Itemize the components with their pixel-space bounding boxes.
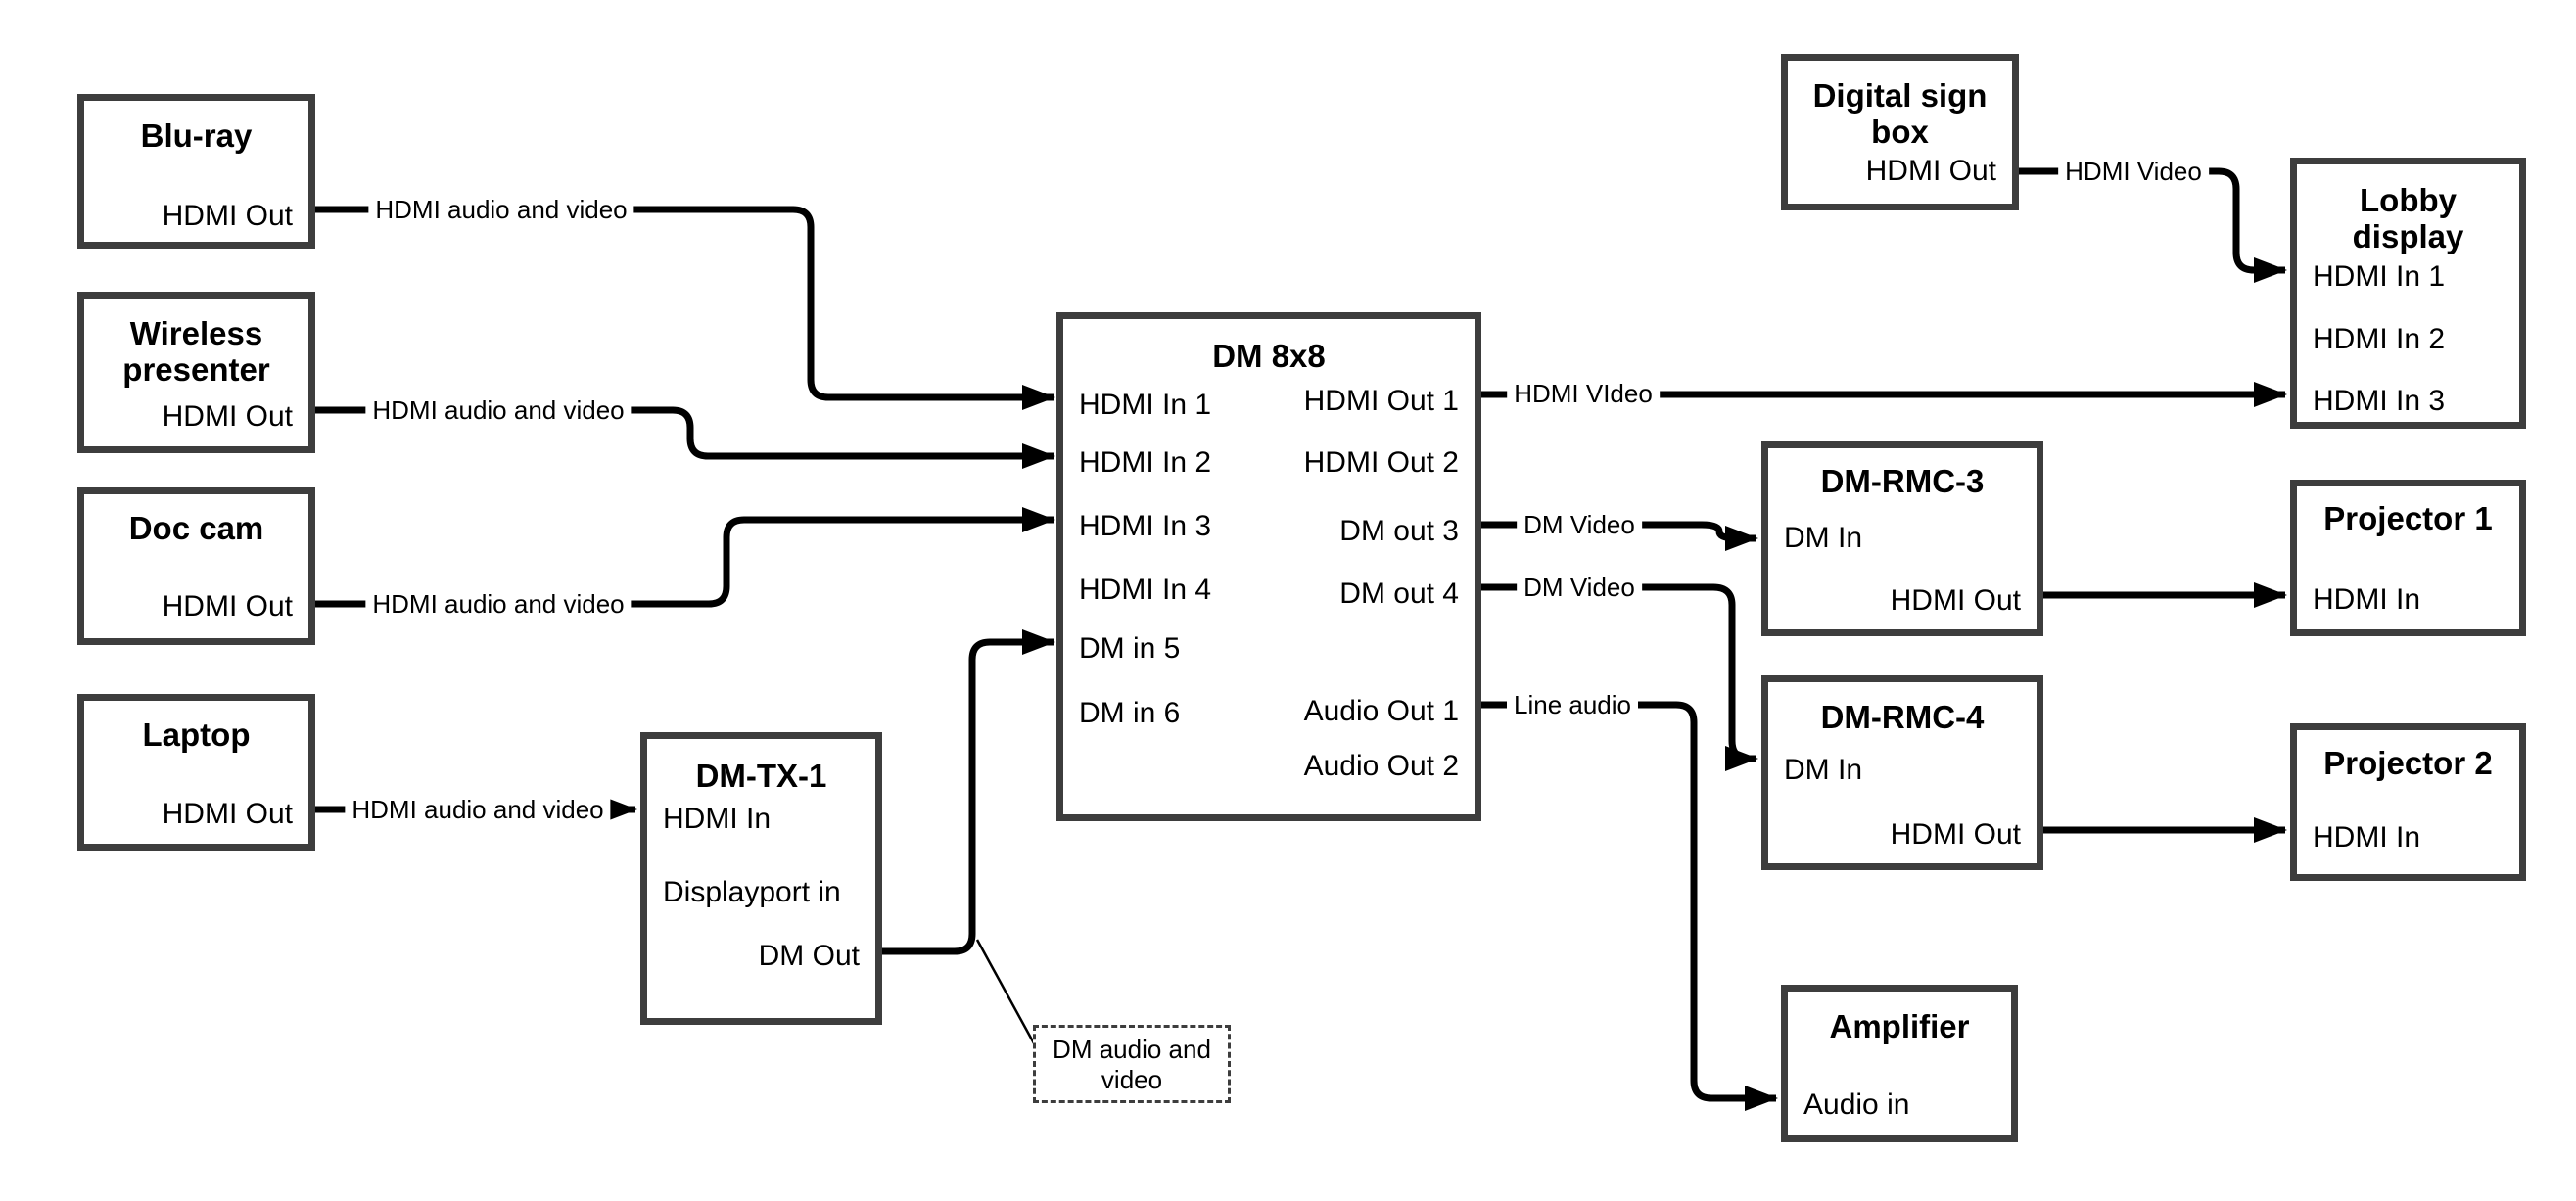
node-dm-tx-1: DM-TX-1 HDMI In Displayport in DM Out — [640, 732, 882, 1025]
bluray-title: Blu-ray — [140, 117, 253, 154]
node-lobby-display: Lobby display HDMI In 1 HDMI In 2 HDMI I… — [2290, 158, 2526, 429]
dm-8x8-port-audio-out-1: Audio Out 1 — [1303, 695, 1459, 727]
node-amplifier: Amplifier Audio in — [1781, 985, 2018, 1142]
dm-rmc-4-title: DM-RMC-4 — [1820, 699, 1985, 735]
dm-tx-1-port-dm-out: DM Out — [758, 940, 860, 972]
node-wireless-presenter: Wireless presenter HDMI Out — [77, 292, 315, 453]
annotation-callout-line — [975, 939, 1036, 1044]
wire-dm8x8-out4-to-rmc4 — [1481, 583, 1758, 771]
dm-8x8-port-hdmi-in-2: HDMI In 2 — [1079, 446, 1212, 479]
dm-8x8-port-dm-in-6: DM in 6 — [1079, 697, 1181, 729]
node-dm-rmc-4: DM-RMC-4 DM In HDMI Out — [1761, 675, 2043, 870]
node-projector-1: Projector 1 HDMI In — [2290, 480, 2526, 636]
lobby-display-port-hdmi-in-2: HDMI In 2 — [2313, 323, 2446, 355]
doc-cam-port-hdmi-out: HDMI Out — [162, 590, 293, 623]
node-bluray: Blu-ray HDMI Out — [77, 94, 315, 249]
wire-bluray-to-dm8x8-in1 — [315, 206, 1055, 410]
lobby-display-title: Lobby display — [2352, 182, 2464, 254]
dm-8x8-port-hdmi-in-1: HDMI In 1 — [1079, 389, 1212, 421]
node-dm-rmc-3: DM-RMC-3 DM In HDMI Out — [1761, 441, 2043, 636]
projector-1-title: Projector 1 — [2323, 500, 2493, 536]
wire-label-hdmi-video-sign: HDMI Video — [2058, 157, 2209, 186]
projector-2-port-hdmi-in: HDMI In — [2313, 821, 2421, 854]
amplifier-port-audio-in: Audio in — [1803, 1088, 1910, 1121]
digital-sign-box-title: Digital sign box — [1812, 77, 1988, 150]
dm-rmc-3-port-hdmi-out: HDMI Out — [1890, 584, 2021, 617]
dm-8x8-port-hdmi-in-4: HDMI In 4 — [1079, 574, 1212, 606]
dm-tx-1-port-hdmi-in: HDMI In — [663, 803, 772, 835]
wire-label-laptop: HDMI audio and video — [345, 795, 611, 824]
bluray-port-hdmi-out: HDMI Out — [162, 200, 293, 232]
doc-cam-title: Doc cam — [128, 510, 264, 546]
wire-wireless-to-dm8x8-in2 — [315, 406, 1055, 469]
node-digital-sign-box: Digital sign box HDMI Out — [1781, 54, 2019, 210]
projector-2-title: Projector 2 — [2323, 745, 2493, 781]
dm-8x8-port-dm-out-4: DM out 4 — [1339, 577, 1459, 610]
wire-label-dm-video-out4: DM Video — [1517, 573, 1642, 602]
node-doc-cam: Doc cam HDMI Out — [77, 487, 315, 645]
wire-dm8x8-out3-to-rmc3 — [1481, 521, 1758, 551]
dm-rmc-3-title: DM-RMC-3 — [1820, 463, 1985, 499]
projector-1-port-hdmi-in: HDMI In — [2313, 583, 2421, 616]
dm-tx-1-title: DM-TX-1 — [695, 758, 827, 794]
lobby-display-port-hdmi-in-3: HDMI In 3 — [2313, 385, 2446, 417]
wire-doccam-to-dm8x8-in3 — [315, 507, 1055, 608]
wireless-presenter-port-hdmi-out: HDMI Out — [162, 400, 293, 433]
dm-8x8-port-dm-in-5: DM in 5 — [1079, 632, 1181, 665]
wire-dmtx1-to-dm8x8-in5 — [882, 629, 1055, 955]
node-projector-2: Projector 2 HDMI In — [2290, 723, 2526, 881]
dm-8x8-port-hdmi-in-3: HDMI In 3 — [1079, 510, 1212, 542]
wire-label-hdmi-video-out1: HDMI VIdeo — [1507, 379, 1660, 408]
wire-label-wireless: HDMI audio and video — [365, 395, 632, 425]
wire-label-line-audio: Line audio — [1507, 690, 1638, 719]
dm-rmc-4-port-hdmi-out: HDMI Out — [1890, 818, 2021, 851]
dm-8x8-port-hdmi-out-1: HDMI Out 1 — [1303, 385, 1459, 417]
amplifier-title: Amplifier — [1829, 1008, 1970, 1044]
dm-8x8-title: DM 8x8 — [1212, 338, 1326, 374]
laptop-title: Laptop — [142, 716, 251, 753]
node-laptop: Laptop HDMI Out — [77, 694, 315, 851]
dm-rmc-3-port-dm-in: DM In — [1784, 522, 1863, 554]
wire-label-dm-video-out3: DM Video — [1517, 510, 1642, 539]
dm-tx-1-port-displayport-in: Displayport in — [663, 876, 841, 908]
dm-8x8-port-audio-out-2: Audio Out 2 — [1303, 750, 1459, 782]
dm-8x8-port-hdmi-out-2: HDMI Out 2 — [1303, 446, 1459, 479]
node-dm-8x8: DM 8x8 HDMI In 1 HDMI In 2 HDMI In 3 HDM… — [1056, 312, 1481, 821]
annotation-text: DM audio and video — [1053, 1035, 1211, 1094]
wireless-presenter-title: Wireless presenter — [122, 315, 270, 388]
wire-label-bluray: HDMI audio and video — [368, 195, 634, 224]
dm-rmc-4-port-dm-in: DM In — [1784, 754, 1863, 786]
digital-sign-box-port-hdmi-out: HDMI Out — [1865, 155, 1996, 187]
wire-digitalsign-to-lobby-in1 — [2019, 167, 2287, 283]
annotation-dm-audio-video: DM audio and video — [1033, 1025, 1231, 1103]
lobby-display-port-hdmi-in-1: HDMI In 1 — [2313, 260, 2446, 293]
dm-8x8-port-dm-out-3: DM out 3 — [1339, 515, 1459, 547]
wire-label-doccam: HDMI audio and video — [365, 589, 632, 619]
laptop-port-hdmi-out: HDMI Out — [162, 798, 293, 830]
wire-dm8x8-audio1-to-amp — [1481, 701, 1778, 1111]
